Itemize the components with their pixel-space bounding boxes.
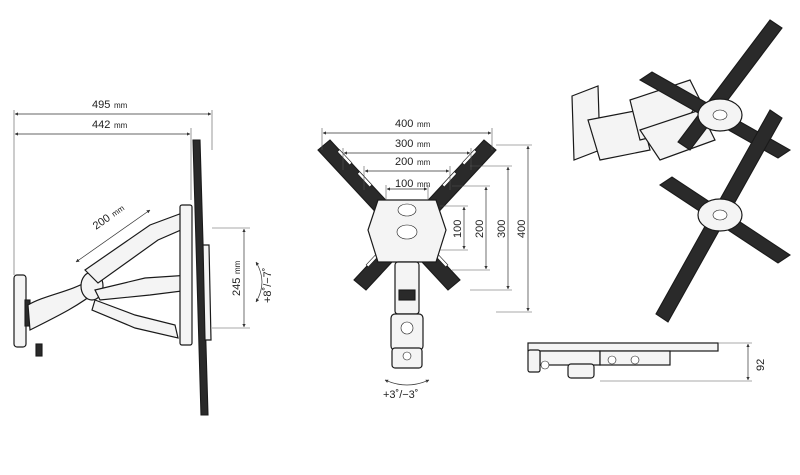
dim-300-value: 300: [395, 138, 413, 150]
dim-442-value: 442: [92, 119, 110, 131]
top-wall-clamp: [527, 349, 541, 373]
dim-100v-value: 100: [452, 220, 464, 238]
front-wall-bolt: [402, 351, 412, 361]
upper-arm-bottom: [91, 299, 179, 339]
top-view: [527, 342, 752, 382]
dim-495-value: 495: [92, 99, 110, 111]
front-arm-label: [398, 289, 416, 301]
dim-200h-unit: mm: [417, 158, 431, 167]
dim-300-unit: mm: [417, 140, 431, 149]
dim-200-value: 200: [91, 212, 113, 232]
center-plate-hole-bottom: [396, 224, 418, 240]
dim-400-unit: mm: [417, 120, 431, 129]
dim-495-unit: mm: [114, 101, 128, 110]
dim-245-value: 245: [231, 278, 243, 296]
vesa-plate-ghost: [202, 244, 212, 341]
tilt-range-label: +8˚/−7˚: [262, 268, 274, 303]
dim-400v-value: 400: [516, 220, 528, 238]
iso-lower-arm: [587, 109, 651, 161]
dim-442-unit: mm: [114, 121, 128, 130]
side-view: [13, 110, 263, 416]
dim-200v-value: 200: [474, 220, 486, 238]
vesa-plate-edge: [192, 139, 209, 416]
dim-245-unit: mm: [233, 260, 242, 274]
dim-400-value: 400: [395, 118, 413, 130]
wall-plate: [13, 274, 27, 348]
front-view: [317, 128, 532, 386]
dim-200-unit: mm: [110, 203, 126, 218]
dim-92-value: 92: [755, 359, 767, 371]
top-plate: [527, 342, 719, 352]
upper-arm-middle: [94, 274, 191, 301]
front-elbow-bolt: [400, 321, 414, 335]
dim-100h-value: 100: [395, 178, 413, 190]
top-elbow: [567, 363, 595, 379]
front-arm: [394, 261, 420, 315]
center-plate-hole-top: [397, 203, 417, 217]
isometric-view: [571, 19, 792, 323]
wall-clamp-knob: [35, 343, 43, 357]
dim-300v-value: 300: [496, 220, 508, 238]
tilt-head: [179, 204, 193, 346]
dim-100h-unit: mm: [417, 180, 431, 189]
top-arm-left: [539, 350, 601, 366]
dim-200h-value: 200: [395, 156, 413, 168]
swivel-range-label: +3˚/−3˚: [383, 389, 418, 401]
